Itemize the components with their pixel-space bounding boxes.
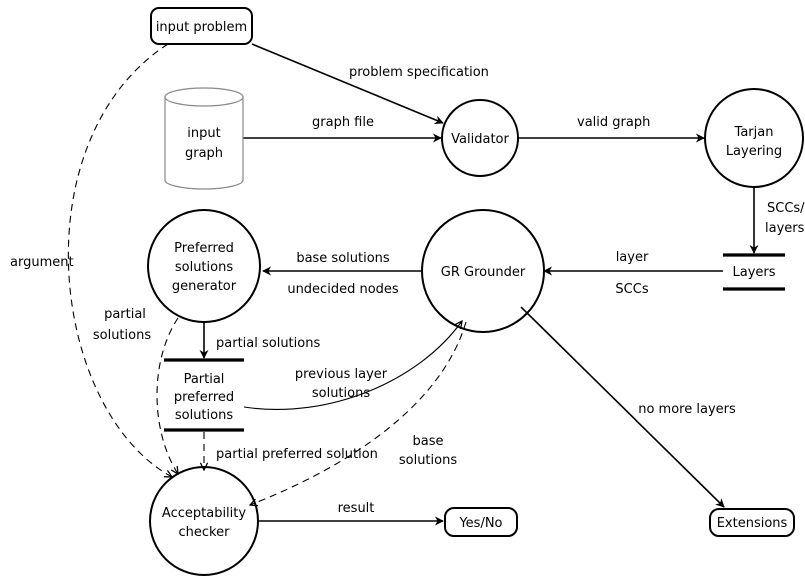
node-validator-label: Validator (451, 132, 509, 147)
node-yes-no: Yes/No (444, 507, 518, 537)
edge-previous-layer-solutions (243, 321, 462, 410)
node-gr-grounder-label: GR Grounder (441, 265, 526, 280)
label-base-solutions-dashed: solutions (399, 453, 457, 468)
node-layers: Layers (723, 253, 785, 291)
node-partial-preferred-label: solutions (175, 408, 233, 423)
label-partial-solutions-dashed: solutions (93, 328, 151, 343)
node-partial-preferred-label: preferred (174, 390, 234, 405)
label-previous-layer-solutions: previous layer (295, 367, 388, 382)
node-preferred-generator: Preferred solutions generator (147, 209, 261, 323)
node-partial-preferred: Partial preferred solutions (164, 358, 244, 432)
node-gr-grounder: GR Grounder (421, 209, 545, 333)
node-extensions: Extensions (709, 508, 795, 537)
label-sccs-layers: SCCs/ (767, 201, 805, 216)
node-tarjan-label: Tarjan (734, 125, 774, 140)
node-input-problem-label: input problem (156, 20, 247, 35)
label-problem-specification: problem specification (349, 65, 489, 80)
label-partial-preferred-solution: partial preferred solution (216, 447, 378, 462)
node-layers-label: Layers (732, 265, 775, 280)
node-preferred-generator-label: generator (172, 279, 237, 294)
node-tarjan-layering: Tarjan Layering (704, 88, 804, 188)
label-undecided-nodes: undecided nodes (287, 282, 399, 297)
label-layer: layer (616, 250, 649, 265)
edge-partial-solutions-dashed (156, 317, 178, 474)
label-base-solutions: base solutions (296, 251, 390, 266)
node-input-graph: input graph (164, 87, 244, 190)
edge-problem-specification (251, 43, 444, 125)
node-acceptability-checker: Acceptability checker (149, 466, 259, 576)
edge-no-more-layers (520, 306, 725, 508)
label-graph-file: graph file (312, 115, 374, 130)
edge-argument (67, 43, 172, 477)
node-input-graph-label: graph (185, 146, 223, 161)
label-valid-graph: valid graph (577, 115, 650, 130)
label-argument: argument (10, 255, 74, 270)
label-base-solutions-dashed: base (413, 434, 444, 449)
edge-base-solutions-dashed (250, 321, 467, 505)
node-acceptability-label: Acceptability (162, 506, 246, 521)
label-previous-layer-solutions: solutions (312, 386, 370, 401)
label-sccs: SCCs (615, 282, 648, 297)
node-preferred-generator-label: solutions (175, 260, 233, 275)
node-validator: Validator (441, 99, 519, 177)
label-sccs-layers: layers (765, 221, 805, 236)
node-extensions-label: Extensions (717, 516, 788, 531)
node-acceptability-label: checker (179, 525, 231, 540)
label-no-more-layers: no more layers (638, 402, 736, 417)
node-partial-preferred-label: Partial (184, 372, 225, 387)
label-partial-solutions: partial solutions (216, 336, 320, 351)
label-partial-solutions-dashed: partial (104, 307, 146, 322)
node-tarjan-label: Layering (726, 144, 782, 159)
node-input-graph-label: input (187, 126, 220, 141)
node-yes-no-label: Yes/No (458, 516, 502, 531)
node-preferred-generator-label: Preferred (174, 241, 234, 256)
node-input-problem: input problem (150, 7, 253, 45)
label-result: result (338, 501, 375, 516)
